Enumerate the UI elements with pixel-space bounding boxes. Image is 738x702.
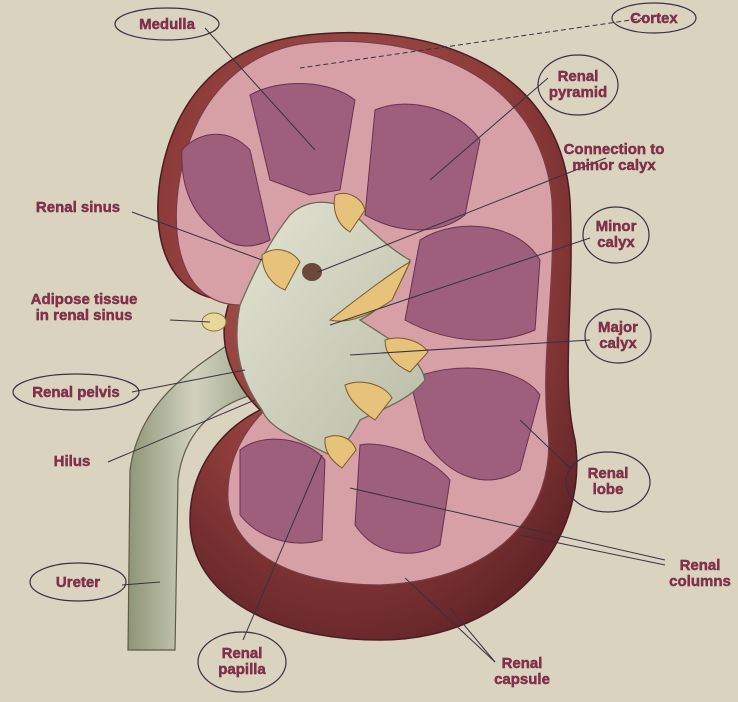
label-renal-lobe-line1: Renal bbox=[588, 465, 629, 482]
label-medulla: Medulla bbox=[139, 16, 195, 33]
label-renal-columns-line1: Renal bbox=[680, 557, 721, 574]
label-adipose-line1: Adipose tissue bbox=[31, 291, 138, 308]
label-connection-line2: minor calyx bbox=[572, 157, 656, 174]
pyramid-7 bbox=[240, 439, 325, 543]
label-minor-calyx-line1: Minor bbox=[596, 218, 637, 235]
label-adipose-line2: in renal sinus bbox=[36, 307, 133, 324]
label-renal-capsule-line1: Renal bbox=[502, 655, 543, 672]
label-renal-columns-line2: columns bbox=[669, 573, 731, 590]
label-ureter: Ureter bbox=[56, 574, 100, 591]
pyramid-4 bbox=[405, 226, 540, 340]
label-cortex: Cortex bbox=[630, 10, 678, 27]
pyramid-3 bbox=[365, 104, 480, 230]
label-connection-line1: Connection to bbox=[564, 141, 665, 158]
label-renal-capsule-line2: capsule bbox=[494, 671, 550, 688]
label-renal-papilla-line2: papilla bbox=[218, 661, 266, 678]
label-minor-calyx-line2: calyx bbox=[597, 234, 635, 251]
label-renal-pelvis: Renal pelvis bbox=[32, 384, 120, 401]
label-renal-sinus: Renal sinus bbox=[36, 199, 120, 216]
label-major-calyx-line1: Major bbox=[598, 319, 638, 336]
label-renal-pyramid-line1: Renal bbox=[558, 68, 599, 85]
label-renal-lobe-line2: lobe bbox=[593, 481, 624, 498]
label-renal-pyramid-line2: pyramid bbox=[549, 84, 607, 101]
label-renal-papilla-line1: Renal bbox=[222, 645, 263, 662]
label-major-calyx-line2: calyx bbox=[599, 335, 637, 352]
label-hilus: Hilus bbox=[54, 453, 91, 470]
